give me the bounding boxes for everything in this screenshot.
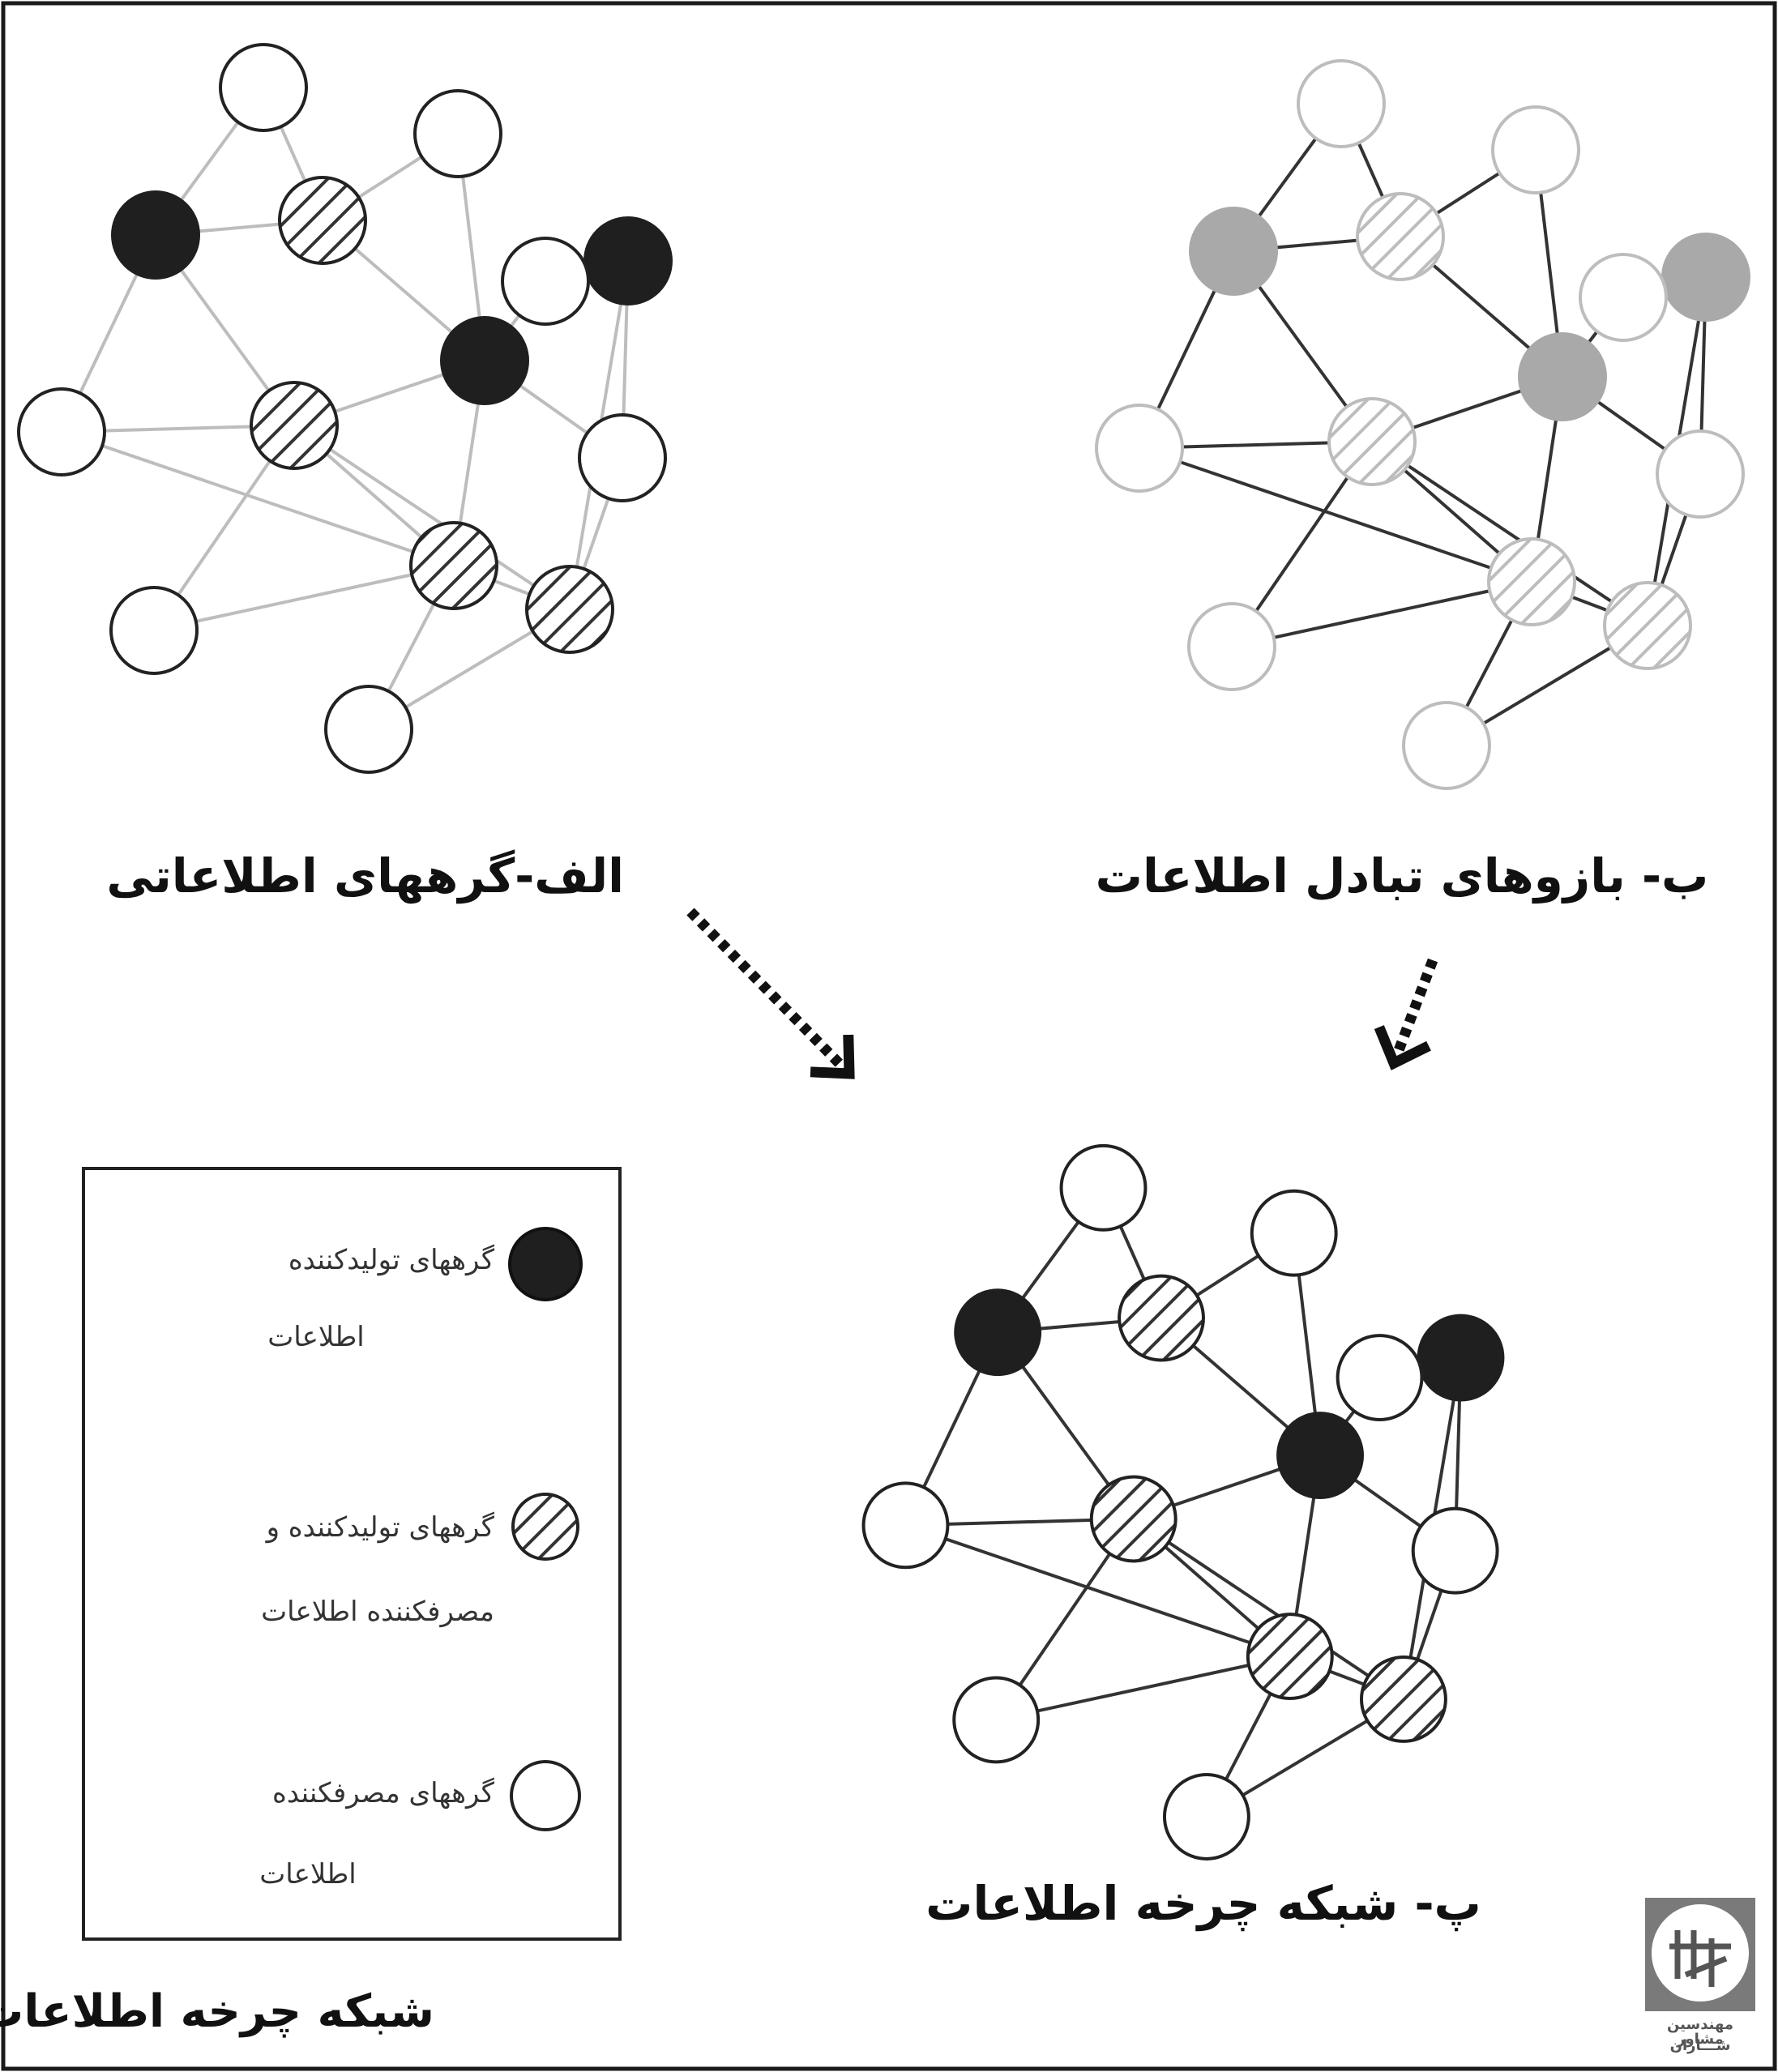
consumer-node	[1059, 1143, 1148, 1232]
logo-emblem-icon	[1645, 1898, 1755, 2011]
producer-node	[111, 190, 200, 280]
consumer-node	[1297, 59, 1386, 148]
hatched-node	[250, 381, 339, 470]
panel-b-caption: ب- بازوهای تبادل اطلاعات	[1095, 848, 1709, 904]
hatched-node	[1603, 581, 1692, 670]
producer-node	[1661, 233, 1750, 322]
hatched-node	[1089, 1475, 1177, 1563]
consumer-node	[1411, 1506, 1499, 1595]
legend-consumer-line1: گرههای مصرفکننده	[272, 1777, 494, 1809]
producer-node	[1189, 207, 1278, 296]
hatched-node	[1360, 1655, 1447, 1743]
consumer-node	[1162, 1773, 1250, 1861]
consumer-node	[413, 89, 502, 178]
producer-node	[1518, 332, 1607, 421]
producer-node	[1417, 1314, 1505, 1402]
panel-c-network	[861, 1143, 1505, 1861]
legend-consumer-icon	[510, 1760, 581, 1831]
footer-title: شبکه چرخه اطلاعات	[0, 1985, 434, 2038]
consumer-node	[1336, 1334, 1424, 1422]
hatched-node	[1356, 192, 1445, 281]
hatched-node	[1246, 1613, 1334, 1700]
network-edge	[1132, 1517, 1405, 1701]
network-edge	[293, 424, 571, 611]
logo-line1: مهندسین مشاور	[1666, 2016, 1734, 2048]
dotted-arrow-shaft	[1388, 958, 1438, 1066]
consumer-node	[1656, 429, 1745, 519]
producer-node	[954, 1288, 1042, 1377]
sharan-logo: مهندسین مشاور شـــاران	[1645, 1898, 1755, 2060]
consumer-node	[109, 586, 199, 675]
dotted-arrow-shaft	[686, 908, 853, 1078]
consumer-node	[1187, 602, 1276, 691]
panel-b-network	[1095, 59, 1750, 790]
legend-producer-line2: اطلاعات	[267, 1321, 365, 1353]
producer-node	[583, 216, 673, 305]
logo-line2: شـــاران	[1669, 2037, 1731, 2054]
network-edge	[153, 564, 455, 632]
network-edge	[995, 1655, 1291, 1722]
consumer-node	[952, 1676, 1041, 1764]
network-edge	[61, 430, 455, 567]
hatched-node	[1487, 537, 1576, 626]
panel-c-caption: پ- شبکه چرخه اطلاعات	[925, 1876, 1481, 1931]
hatched-node	[525, 565, 614, 654]
legend-consumer-line2: اطلاعات	[259, 1858, 357, 1890]
consumer-node	[1579, 253, 1668, 342]
network-edge	[1231, 580, 1532, 648]
network-edge	[1139, 446, 1532, 583]
legend-producer-icon	[508, 1227, 583, 1301]
arrow-head-icon	[1374, 1025, 1431, 1070]
consumer-node	[578, 413, 667, 502]
panel-a-caption: الف-گرههای اطلاعاتی	[106, 848, 624, 904]
legend-producer-line1: گرههای تولیدکننده	[288, 1244, 494, 1276]
consumer-node	[861, 1481, 950, 1570]
consumer-node	[1095, 404, 1184, 493]
producer-node	[1276, 1412, 1364, 1500]
arrow-head-icon	[810, 1034, 855, 1079]
hatched-node	[409, 521, 498, 610]
consumer-node	[1250, 1189, 1338, 1277]
hatched-node	[1118, 1274, 1205, 1362]
hatched-node	[278, 176, 367, 265]
hatched-node	[1327, 397, 1417, 486]
consumer-node	[219, 43, 308, 132]
legend-hatched-line2: مصرفکننده اطلاعات	[261, 1596, 494, 1628]
consumer-node	[324, 685, 413, 774]
panel-a-network	[17, 43, 673, 774]
network-edge	[904, 1523, 1291, 1658]
network-edge	[1370, 440, 1649, 627]
arrows	[686, 908, 1438, 1079]
consumer-node	[17, 387, 106, 476]
producer-node	[440, 316, 529, 405]
consumer-node	[1491, 105, 1580, 194]
consumer-node	[501, 237, 590, 326]
consumer-node	[1402, 701, 1491, 790]
legend-hatched-icon	[511, 1493, 579, 1561]
legend-hatched-line1: گرههای تولیدکننده و	[266, 1511, 494, 1544]
